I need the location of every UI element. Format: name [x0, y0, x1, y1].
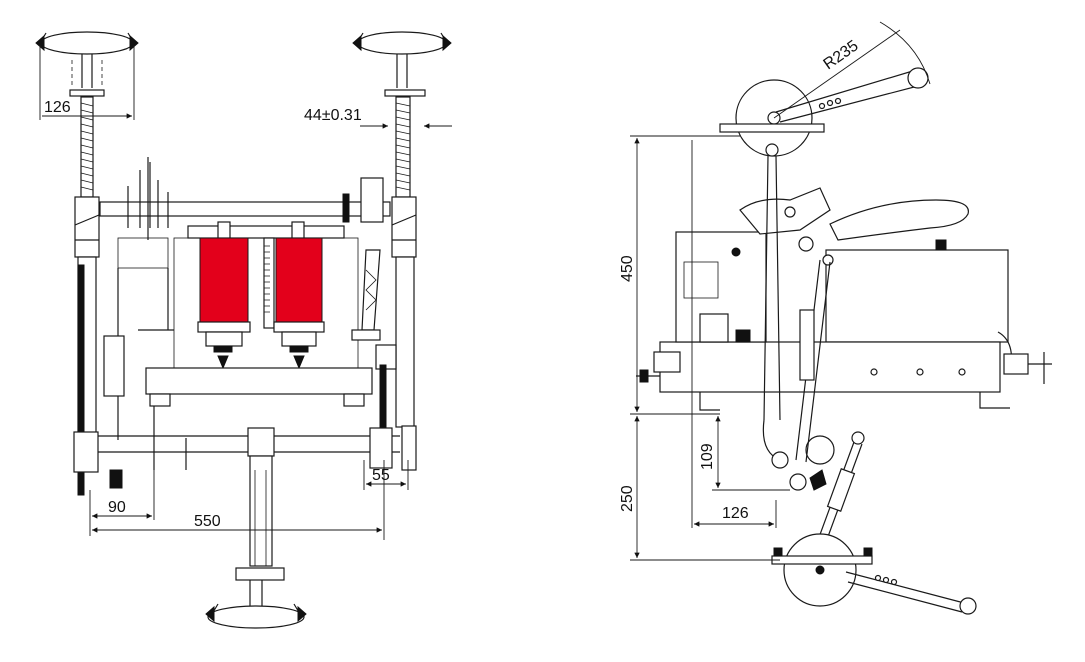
coil-left [197, 221, 251, 370]
dim-450-lines [630, 135, 740, 415]
label-550: 550 [194, 513, 221, 530]
handwheel-top-right [352, 31, 452, 97]
label-250: 250 [619, 485, 636, 512]
label-90: 90 [108, 499, 126, 516]
label-450: 450 [619, 255, 636, 282]
lead-screw-left [74, 96, 100, 496]
coil-right [273, 221, 325, 370]
lead-screw-right [391, 96, 417, 428]
dim-126-right-lines [691, 140, 777, 528]
handwheel-bottom [205, 580, 307, 629]
side-handwheel-bottom [771, 533, 977, 615]
side-view [630, 21, 1052, 615]
side-linkage-bottom [817, 431, 865, 543]
side-body [636, 231, 1052, 411]
side-lever [762, 143, 835, 491]
label-r235: R235 [821, 37, 862, 73]
label-44: 44±0.31 [304, 107, 362, 124]
front-view [35, 31, 452, 629]
dim-r235-lines [773, 21, 931, 119]
label-55: 55 [372, 467, 390, 484]
spring-assembly [351, 249, 397, 466]
handwheel-top-left [35, 31, 139, 97]
dim-550-lines [92, 460, 385, 540]
bottom-shaft [73, 406, 417, 489]
side-handle [731, 187, 969, 266]
label-109: 109 [699, 443, 716, 470]
dim-55-lines [363, 460, 409, 490]
coil-scale [263, 237, 275, 329]
label-126-right: 126 [722, 505, 749, 522]
label-126-left: 126 [44, 99, 71, 116]
dim-109-lines [712, 416, 790, 491]
top-shaft [99, 157, 391, 240]
bottom-stem [235, 455, 285, 581]
dim-90-lines [89, 470, 155, 536]
dim-126-left-lines [39, 45, 135, 120]
dim-250-lines [630, 416, 780, 561]
side-handwheel-top [719, 67, 929, 157]
base-plate [145, 367, 373, 407]
